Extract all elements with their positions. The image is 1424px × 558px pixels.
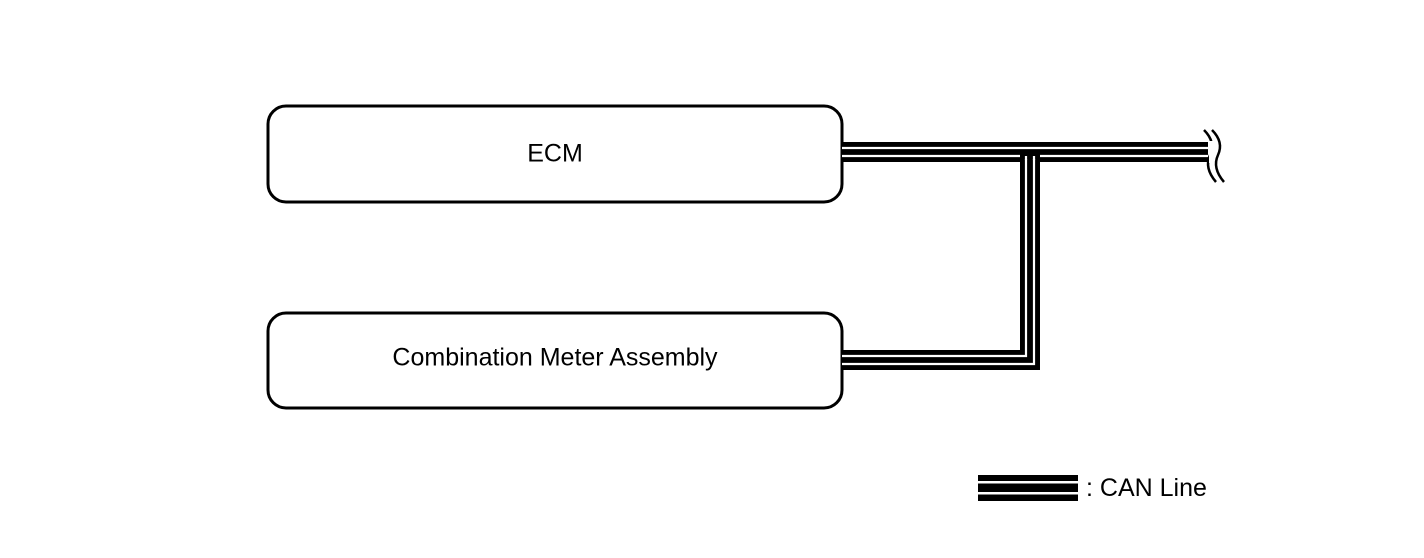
legend-can-line-label: : CAN Line <box>1086 474 1207 502</box>
ecm-node: ECM <box>266 104 844 204</box>
can-branch-outer <box>842 152 1040 370</box>
legend-swatch-gap-top <box>978 481 1078 484</box>
legend: : CAN Line <box>978 474 1207 502</box>
legend-swatch-outer <box>978 475 1078 501</box>
can-branch-gap-right <box>842 158 1036 366</box>
combination-meter-label: Combination Meter Assembly <box>392 344 718 372</box>
can-bus-branch <box>842 152 1040 370</box>
break-gap <box>1209 141 1214 163</box>
legend-swatch-gap-bottom <box>978 492 1078 495</box>
legend-can-line-swatch <box>978 475 1078 501</box>
can-branch-junction <box>1020 155 1040 159</box>
line-break-symbol <box>1203 129 1225 183</box>
can-branch-gap-left <box>842 158 1028 358</box>
combination-meter-node: Combination Meter Assembly <box>266 311 844 410</box>
ecm-label: ECM <box>527 140 583 168</box>
break-curve-right <box>1211 129 1225 183</box>
